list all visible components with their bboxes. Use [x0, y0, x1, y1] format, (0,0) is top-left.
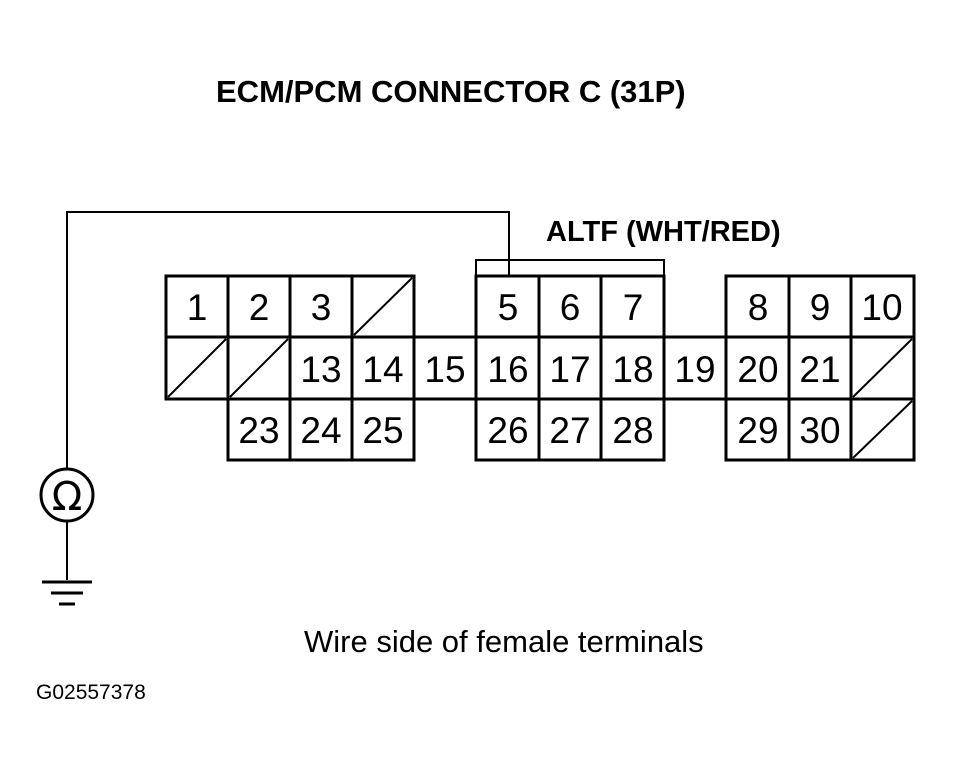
pin-cavity-8: 8 [724, 274, 791, 339]
pin-cavity-14: 14 [350, 335, 416, 401]
svg-text:23: 23 [238, 410, 279, 451]
svg-text:30: 30 [799, 410, 840, 451]
svg-text:6: 6 [560, 287, 581, 328]
terminal-side-caption: Wire side of female terminals [304, 624, 704, 659]
pin-cavity-26: 26 [474, 397, 541, 462]
empty-cavity [164, 335, 230, 401]
svg-text:9: 9 [810, 287, 831, 328]
empty-cavity [226, 335, 292, 401]
ohmmeter-icon: Ω [39, 467, 95, 523]
pin-cavity-25: 25 [350, 397, 416, 462]
empty-cavity [849, 397, 916, 462]
pin-cavity-2: 2 [226, 274, 292, 339]
svg-text:5: 5 [498, 287, 519, 328]
figure-code: G02557378 [36, 681, 146, 704]
svg-text:26: 26 [487, 410, 528, 451]
pin-cavity-15: 15 [424, 349, 465, 390]
svg-text:7: 7 [623, 287, 644, 328]
pin-cavity-1: 1 [164, 274, 230, 339]
svg-text:20: 20 [737, 349, 778, 390]
pin-cavity-20: 20 [724, 335, 791, 401]
svg-text:8: 8 [748, 287, 769, 328]
svg-text:15: 15 [424, 349, 465, 390]
ohm-symbol: Ω [52, 474, 83, 520]
diagram-title: ECM/PCM CONNECTOR C (31P) [216, 74, 686, 109]
empty-cavity [849, 335, 916, 401]
svg-text:3: 3 [311, 287, 332, 328]
svg-text:17: 17 [549, 349, 590, 390]
pin-cavity-30: 30 [787, 397, 853, 462]
svg-text:27: 27 [549, 410, 590, 451]
probe-wire [66, 211, 510, 472]
pin-cavity-24: 24 [288, 397, 354, 462]
pin-cavity-16: 16 [474, 335, 541, 401]
pin-cavity-18: 18 [599, 335, 666, 401]
pin-cavity-10: 10 [849, 274, 916, 339]
svg-text:18: 18 [612, 349, 653, 390]
svg-text:21: 21 [799, 349, 840, 390]
svg-text:28: 28 [612, 410, 653, 451]
pin-cavity-9: 9 [787, 274, 853, 339]
pin-cavity-21: 21 [787, 335, 853, 401]
highlight-bracket [475, 259, 665, 278]
svg-text:25: 25 [362, 410, 403, 451]
pin-cavity-6: 6 [537, 274, 603, 339]
empty-cavity [350, 274, 416, 339]
svg-text:14: 14 [362, 349, 403, 390]
svg-text:24: 24 [300, 410, 341, 451]
altf-wire-label: ALTF (WHT/RED) [546, 216, 781, 248]
pin-cavity-23: 23 [226, 397, 292, 462]
pin-cavity-28: 28 [599, 397, 666, 462]
pin-cavity-19: 19 [674, 349, 715, 390]
svg-text:13: 13 [300, 349, 341, 390]
svg-text:1: 1 [187, 287, 208, 328]
svg-text:16: 16 [487, 349, 528, 390]
pin-cavity-7: 7 [599, 274, 666, 339]
pin-cavity-3: 3 [288, 274, 354, 339]
svg-text:29: 29 [737, 410, 778, 451]
pin-cavity-5: 5 [474, 274, 541, 339]
svg-text:19: 19 [674, 349, 715, 390]
svg-text:10: 10 [861, 287, 902, 328]
svg-text:2: 2 [249, 287, 270, 328]
ground-icon [42, 580, 92, 606]
pin-cavity-27: 27 [537, 397, 603, 462]
pin-cavity-13: 13 [288, 335, 354, 401]
pin-cavity-17: 17 [537, 335, 603, 401]
pin-cavity-29: 29 [724, 397, 791, 462]
